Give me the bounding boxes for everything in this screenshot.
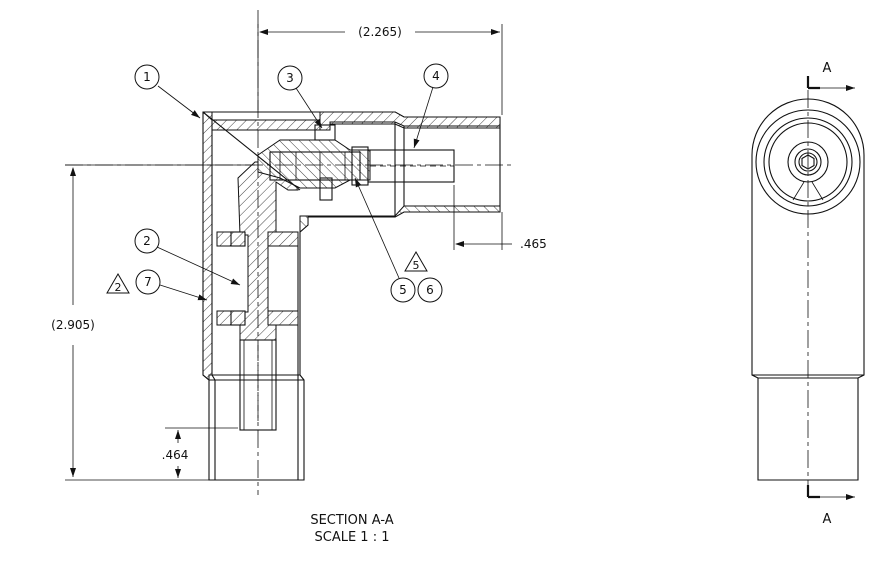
revision-flag-left-label: 2 [115,281,122,294]
callouts: 1 3 4 2 7 2 5 6 5 [106,63,449,303]
leader-7 [159,284,208,301]
balloon-1 [134,64,160,90]
side-slot [792,181,824,201]
leader-5 [354,177,400,279]
leader-4 [413,86,434,149]
balloon-5 [390,277,416,303]
lower-socket-threads [243,340,273,430]
balloon-7 [135,269,161,295]
dim-bottom-label: .464 [162,448,189,462]
balloon-3 [277,65,303,91]
leader-2 [156,246,241,286]
side-hex-socket [801,154,815,170]
balloon-7-label: 7 [144,275,152,289]
balloon-4-label: 4 [432,69,440,83]
leader-1 [157,85,201,119]
section-mark-bottom: A [823,512,832,527]
revision-flag-right [404,251,428,272]
ring-right-1 [267,231,299,247]
balloon-3-label: 3 [286,71,294,85]
ring-left-2-inner [230,310,246,326]
dim-right-label: .465 [520,237,547,251]
balloon-2 [134,228,160,254]
balloon-4 [423,63,449,89]
section-view [65,10,515,495]
dim-width-label: (2.265) [358,25,402,39]
side-view: A A [751,61,865,527]
dimensions: (2.265) (2.905) .464 .465 [51,24,547,481]
pin-detail [279,152,346,180]
section-cut-top [806,76,820,90]
dim-height-label: (2.905) [51,318,95,332]
housing-left-wall [202,111,213,382]
scale-caption: SCALE 1 : 1 [315,530,390,545]
ring-right-2 [267,310,299,326]
balloon-2-label: 2 [143,234,151,248]
balloon-5-label: 5 [399,283,407,297]
leader-3 [295,87,323,129]
balloon-6 [417,277,443,303]
balloon-6-label: 6 [426,283,434,297]
housing-bottom-wall [299,205,501,234]
contact-block-bottom [319,177,333,201]
section-cut-bottom [806,485,820,499]
ring-left-1-inner [230,231,246,247]
revision-flag-right-label: 5 [413,259,420,272]
housing-inner-bore [211,120,216,480]
section-caption: SECTION A-A [310,513,393,528]
side-body-outline [751,98,865,481]
contact-block-top [314,124,336,141]
section-mark-top: A [823,61,832,76]
revision-flag-left [106,273,130,294]
miter-line [202,111,301,191]
balloon-1-label: 1 [143,70,151,84]
